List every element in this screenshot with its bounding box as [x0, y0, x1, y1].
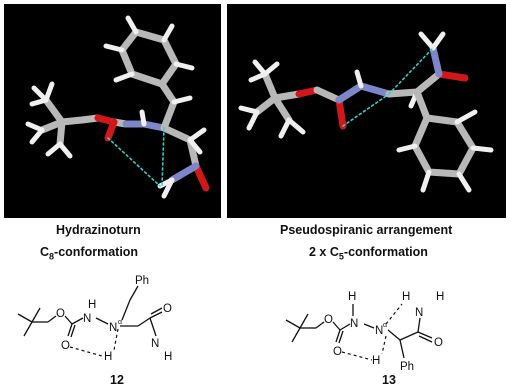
atom-h-top1: H — [348, 291, 356, 303]
atom-n-alpha-label: α — [118, 319, 122, 326]
atom-h3: H — [164, 351, 172, 363]
atom-o-ester: O — [324, 314, 333, 326]
atom-o-amide: O — [163, 303, 172, 315]
atom-o-carbonyl: O — [333, 346, 342, 358]
atom-n1: N — [83, 313, 91, 325]
stick-model-pseudospiranic — [238, 31, 494, 193]
phenyl-label: Ph — [400, 361, 414, 373]
molecular-model-left — [4, 4, 221, 218]
atom-n-alpha: N — [109, 322, 117, 334]
atom-n1: N — [350, 318, 358, 330]
atom-o-carbonyl: O — [61, 340, 70, 352]
atom-n-alpha: N — [375, 325, 383, 337]
stick-model-hydrazinoturn — [25, 15, 210, 199]
caption-left-conformation: C8-conformation — [40, 245, 139, 262]
structure-compound-12: O N H N α Ph O O H N H — [17, 275, 172, 363]
caption-left-title: Hydrazinoturn — [56, 223, 141, 237]
molecular-model-right — [227, 4, 506, 218]
compound-number-13: 13 — [382, 373, 396, 387]
atom-o-ester: O — [56, 308, 65, 320]
atom-h-bottom: H — [372, 355, 380, 367]
atom-h1: H — [88, 299, 96, 311]
atom-h-top2: H — [402, 291, 410, 303]
compound-number-12: 12 — [110, 373, 124, 387]
atom-n-amide: N — [151, 338, 159, 350]
structure-compound-13: O H N N α O H H N H O Ph — [285, 291, 444, 373]
phenyl-label: Ph — [135, 275, 149, 287]
atom-h2: H — [104, 351, 112, 363]
atom-h-right: H — [436, 291, 444, 303]
caption-right-title: Pseudospiranic arrangement — [280, 223, 453, 237]
atom-n-alpha-label: α — [383, 322, 387, 329]
atom-n-amide: N — [415, 307, 423, 319]
atom-o-amide: O — [434, 337, 443, 349]
caption-right-conformation: 2 x C5-conformation — [309, 245, 428, 262]
